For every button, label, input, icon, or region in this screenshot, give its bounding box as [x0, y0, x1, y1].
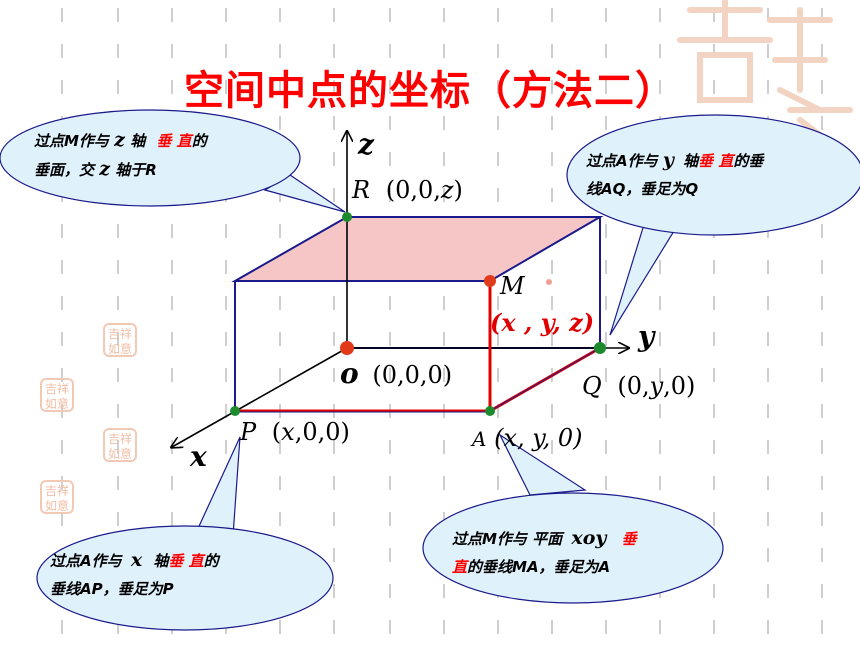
label-R-coord-var: z: [440, 176, 454, 204]
bubble-bl-line1-b: 轴: [153, 552, 169, 570]
bubble-tl-line2-b: 轴于R: [115, 161, 157, 179]
label-P-coord-close: ,0,0): [294, 418, 350, 446]
label-P: P (x,0,0): [240, 418, 350, 446]
seal-stamp-1: 吉祥如意: [103, 323, 137, 357]
label-A: A (x, y, 0): [472, 424, 583, 452]
label-o-name: o: [340, 357, 359, 390]
label-M-coord: (x , y, z): [490, 308, 595, 337]
page-title: 空间中点的坐标（方法二）: [184, 68, 676, 114]
bubble-tr-line1-a: 过点A作与: [586, 152, 658, 170]
bubble-bl-line1-c: 的: [203, 552, 219, 570]
x-axis-label: x: [190, 440, 207, 473]
bubble-bl-red: 垂 直: [168, 552, 204, 570]
bubble-bottom-right-text: 过点M作与 平面 xoy 垂 直的垂线MA，垂足为A: [452, 524, 712, 581]
bubble-top-left: [0, 109, 346, 213]
point-o: [340, 341, 354, 355]
bubble-tr-line1-c: 的垂: [733, 152, 764, 170]
label-Q: Q (0,y,0): [582, 372, 695, 400]
label-R-coord-close: ): [453, 176, 463, 204]
label-P-coord-var: x: [281, 418, 295, 446]
bubble-bottom-left-text: 过点A作与 x 轴垂 直的 垂线AP，垂足为P: [50, 546, 310, 603]
label-P-coord-open: (: [271, 418, 282, 446]
bubble-tl-var: z: [114, 129, 125, 151]
y-axis-label: y: [638, 320, 655, 353]
bubble-bottom-right: [422, 433, 724, 604]
label-R: R (0,0,z): [352, 176, 463, 204]
label-R-coord-open: (0,0,: [385, 176, 441, 204]
label-A-name: A: [472, 427, 487, 451]
label-o: o (0,0,0): [340, 357, 452, 390]
bubble-br-line2-b: 的垂线MA，垂足为A: [467, 558, 611, 576]
bubble-top-right-text: 过点A作与 y 轴垂 直的垂 线AQ，垂足为Q: [586, 146, 856, 203]
point-Q: [594, 342, 606, 354]
bubble-tl-line1-c: 的: [191, 132, 207, 150]
edge-A-Q-blue: [489, 347, 601, 412]
bubble-tl-line1-a: 过点M作与: [34, 132, 109, 150]
axes: [172, 132, 628, 447]
label-R-name: R: [352, 176, 371, 204]
bubble-tr-red: 垂 直: [698, 152, 734, 170]
label-Q-name: Q: [582, 372, 602, 400]
label-o-coord: (0,0,0): [372, 361, 453, 389]
label-P-name: P: [240, 418, 257, 446]
point-P: [230, 406, 240, 416]
bubble-br-red2: 直: [452, 558, 468, 576]
bubble-bl-line1-a: 过点A作与: [50, 552, 122, 570]
seal-stamp-3: 吉祥如意: [103, 428, 137, 462]
label-Q-coord-open: (0,: [617, 372, 650, 400]
label-Q-coord-var: y: [649, 372, 664, 400]
bubble-tr-var: y: [662, 149, 674, 171]
top-face: [235, 217, 600, 281]
bubble-tl-red: 垂 直: [156, 132, 192, 150]
z-axis-label: z: [358, 128, 374, 161]
bubble-bottom-left: [36, 436, 334, 631]
highlight-edges: [235, 281, 601, 413]
bubble-top-left-text: 过点M作与 z 轴 垂 直的 垂面，交 z 轴于R: [34, 126, 284, 184]
point-A: [485, 406, 495, 416]
bubble-top-right: [566, 114, 860, 336]
seal-stamp-2: 吉祥如意: [40, 378, 74, 412]
bubble-tr-line1-b: 轴: [683, 152, 699, 170]
bubble-br-line1-a: 过点M作与 平面: [452, 530, 563, 548]
bubble-tl-line1-b: 轴: [130, 132, 146, 150]
bubble-bl-var: x: [130, 549, 143, 571]
bubble-tl-var2: z: [99, 158, 111, 180]
point-R: [342, 212, 352, 222]
bubble-tr-line2: 线AQ，垂足为Q: [586, 180, 699, 198]
label-A-coord: (x, y, 0): [494, 424, 583, 452]
bubble-tl-line2-a: 垂面，交: [34, 161, 95, 179]
bubble-bl-line2: 垂线AP，垂足为P: [50, 580, 174, 598]
point-dot-near-M: [546, 279, 552, 285]
label-Q-coord-close: ,0): [663, 372, 696, 400]
point-M: [484, 275, 496, 287]
bubble-br-var: xoy: [571, 527, 607, 549]
seal-stamp-4: 吉祥如意: [40, 480, 74, 514]
bubble-br-red1: 垂: [621, 530, 637, 548]
label-M-name: M: [500, 272, 525, 300]
